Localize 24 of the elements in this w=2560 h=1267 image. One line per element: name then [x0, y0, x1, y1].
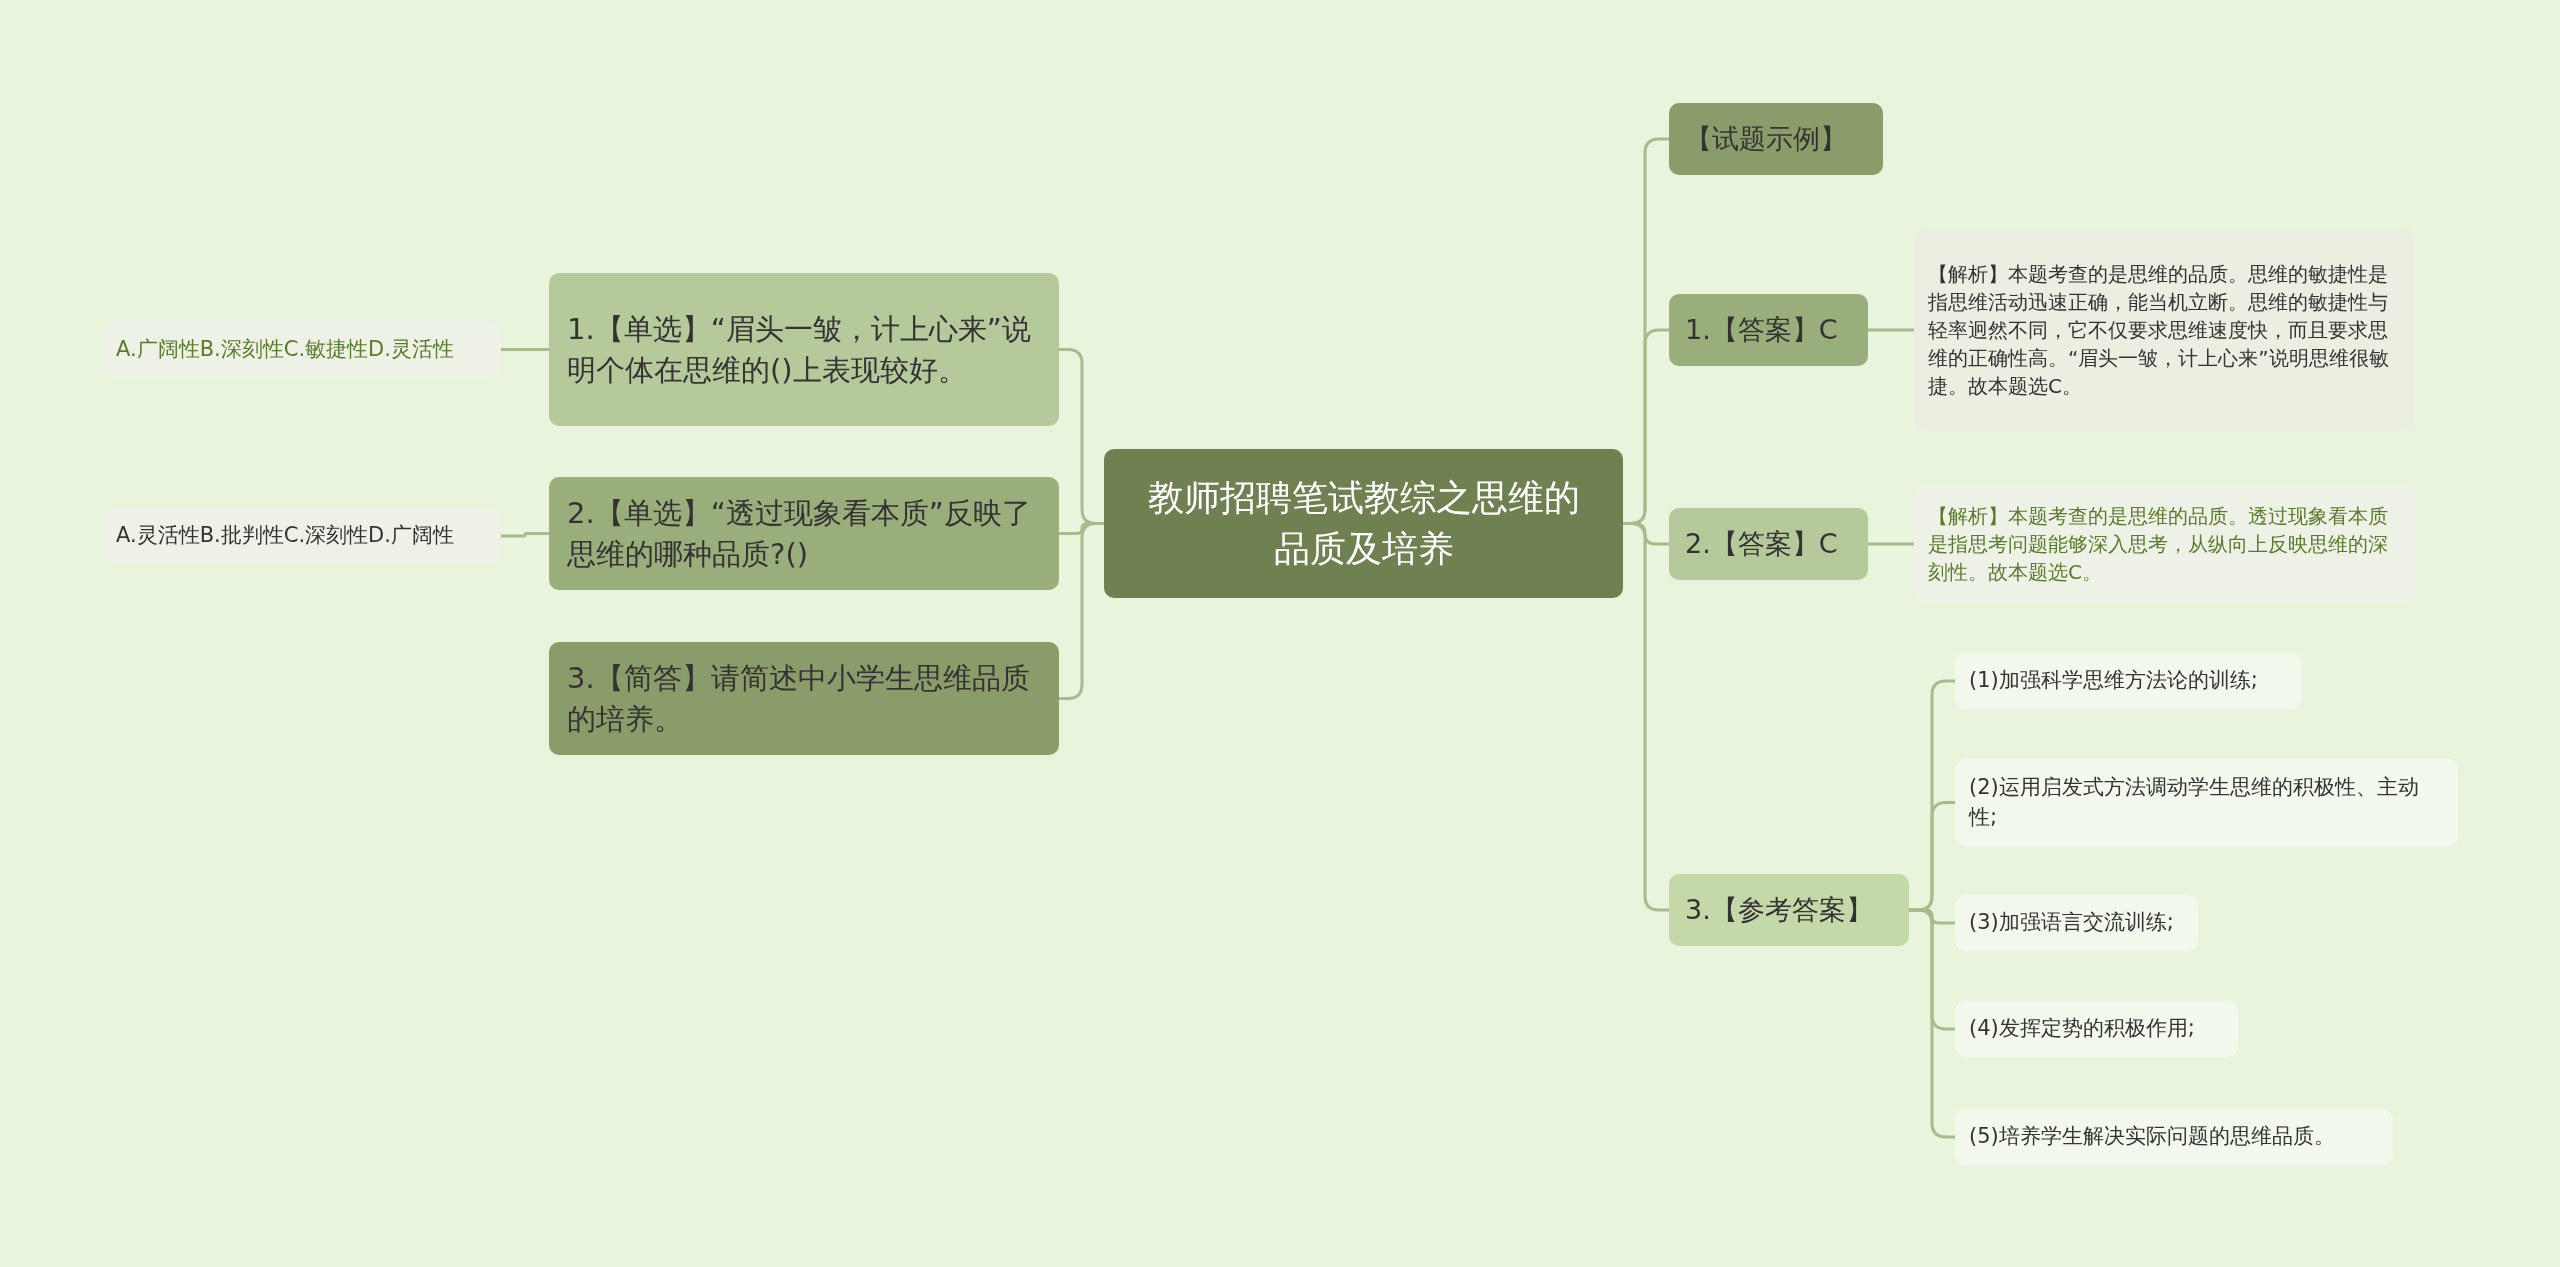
list-item-box: (1)加强科学思维方法论的训练; — [1955, 653, 2301, 709]
answer-box: 2.【答案】C — [1669, 508, 1868, 580]
topic-box: 1.【单选】“眉头一皱，计上心来”说明个体在思维的()上表现较好。 — [549, 273, 1059, 426]
option-box: A.灵活性B.批判性C.深刻性D.广阔性 — [104, 508, 501, 564]
list-item-box: (5)培养学生解决实际问题的思维品质。 — [1955, 1109, 2393, 1165]
list-item-box: (4)发挥定势的积极作用; — [1955, 1001, 2238, 1057]
connector — [501, 348, 549, 351]
topic-box: 2.【单选】“透过现象看本质”反映了思维的哪种品质?() — [549, 477, 1059, 590]
explanation-box: 【解析】本题考查的是思维的品质。思维的敏捷性是指思维活动迅速正确，能当机立断。思维的敏捷性与轻率迥然不同，它不仅要求思维速度快，而且要求思维的正确性高。“眉头一皱，计上心来”说明思维很敏捷。故本题选C。 — [1914, 229, 2415, 431]
connector — [501, 532, 549, 538]
connector — [1868, 328, 1914, 332]
answer-box: 1.【答案】C — [1669, 294, 1868, 366]
topic-box: 【试题示例】 — [1669, 103, 1883, 175]
connector — [1909, 908, 1955, 1139]
list-item-box: (2)运用启发式方法调动学生思维的积极性、主动性; — [1955, 759, 2458, 846]
central-topic-box: 教师招聘笔试教综之思维的品质及培养 — [1104, 449, 1623, 598]
explanation-box: 【解析】本题考查的是思维的品质。透过现象看本质是指思考问题能够深入思考，从纵向上反映思维的深刻性。故本题选C。 — [1914, 485, 2415, 603]
connector — [1623, 522, 1669, 912]
answer-box: 3.【参考答案】 — [1669, 874, 1909, 946]
list-item-box: (3)加强语言交流训练; — [1955, 895, 2198, 951]
topic-box: 3.【简答】请简述中小学生思维品质的培养。 — [549, 642, 1059, 755]
connector — [1059, 522, 1104, 700]
connector — [1868, 542, 1914, 546]
option-box: A.广阔性B.深刻性C.敏捷性D.灵活性 — [104, 322, 501, 378]
